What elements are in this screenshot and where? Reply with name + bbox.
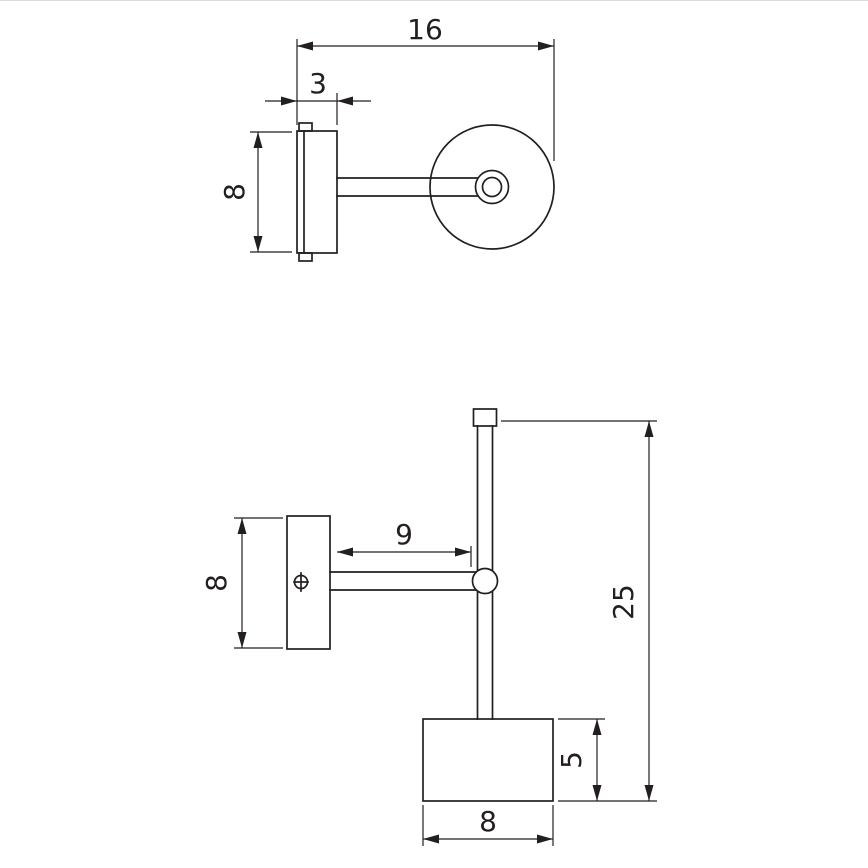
arrowhead-left bbox=[423, 834, 439, 844]
dim-plate-height-top: 8 bbox=[218, 131, 292, 253]
arrowhead-up bbox=[592, 719, 602, 735]
rod-cap bbox=[472, 408, 498, 427]
top-view: 16 3 8 bbox=[218, 13, 555, 262]
arrowhead-right bbox=[537, 834, 553, 844]
side-view: 9 8 25 bbox=[200, 408, 657, 846]
wall-plate-top-view bbox=[296, 122, 338, 262]
rod bbox=[472, 408, 498, 720]
dim-label-plate-height-side: 8 bbox=[200, 574, 233, 592]
dim-total-height: 25 bbox=[501, 420, 657, 802]
dim-label-plate-height-top: 8 bbox=[218, 183, 251, 201]
dim-arm-length: 9 bbox=[337, 518, 472, 567]
mount-tab-top bbox=[298, 122, 313, 132]
shade-top-view bbox=[429, 124, 555, 250]
pivot-joint bbox=[471, 567, 499, 595]
arrowhead-right bbox=[538, 41, 554, 51]
drawing-root: 16 3 8 bbox=[200, 13, 657, 846]
dim-plate-depth: 3 bbox=[265, 67, 371, 125]
screw-icon bbox=[293, 572, 309, 592]
hub-outer bbox=[474, 169, 510, 205]
shade-body bbox=[422, 718, 554, 802]
dim-label-total-depth: 16 bbox=[407, 13, 443, 46]
arrowhead-left bbox=[337, 547, 353, 557]
mount-tab-bottom bbox=[298, 252, 313, 262]
arrowhead-left bbox=[281, 96, 297, 106]
arrowhead-down bbox=[237, 632, 247, 648]
arrowhead-right bbox=[455, 547, 471, 557]
arm-side-view bbox=[329, 571, 479, 591]
arrowhead-left bbox=[297, 41, 313, 51]
dim-label-total-height: 25 bbox=[607, 584, 640, 620]
plate-body bbox=[296, 130, 338, 254]
arrowhead-up bbox=[253, 132, 263, 148]
dim-total-depth: 16 bbox=[296, 13, 555, 161]
dim-shade-height: 5 bbox=[555, 718, 605, 801]
dim-label-shade-width: 8 bbox=[479, 805, 497, 838]
dim-shade-width: 8 bbox=[422, 805, 554, 846]
dim-plate-height-side: 8 bbox=[200, 517, 283, 649]
dim-label-shade-height: 5 bbox=[555, 751, 588, 769]
shade-outline bbox=[429, 124, 555, 250]
wall-plate-side-view bbox=[286, 515, 331, 650]
dim-label-arm-length: 9 bbox=[395, 518, 413, 551]
arrowhead-up bbox=[644, 421, 654, 437]
arrowhead-down bbox=[253, 236, 263, 252]
arrowhead-up bbox=[237, 518, 247, 534]
hub-inner bbox=[481, 176, 503, 198]
arrowhead-down bbox=[592, 785, 602, 801]
arrowhead-right bbox=[337, 96, 353, 106]
shade-side-view bbox=[422, 718, 554, 802]
arm-top-view bbox=[336, 177, 480, 197]
dim-label-plate-depth: 3 bbox=[309, 67, 327, 100]
plate-body bbox=[286, 515, 331, 650]
arrowhead-down bbox=[644, 785, 654, 801]
